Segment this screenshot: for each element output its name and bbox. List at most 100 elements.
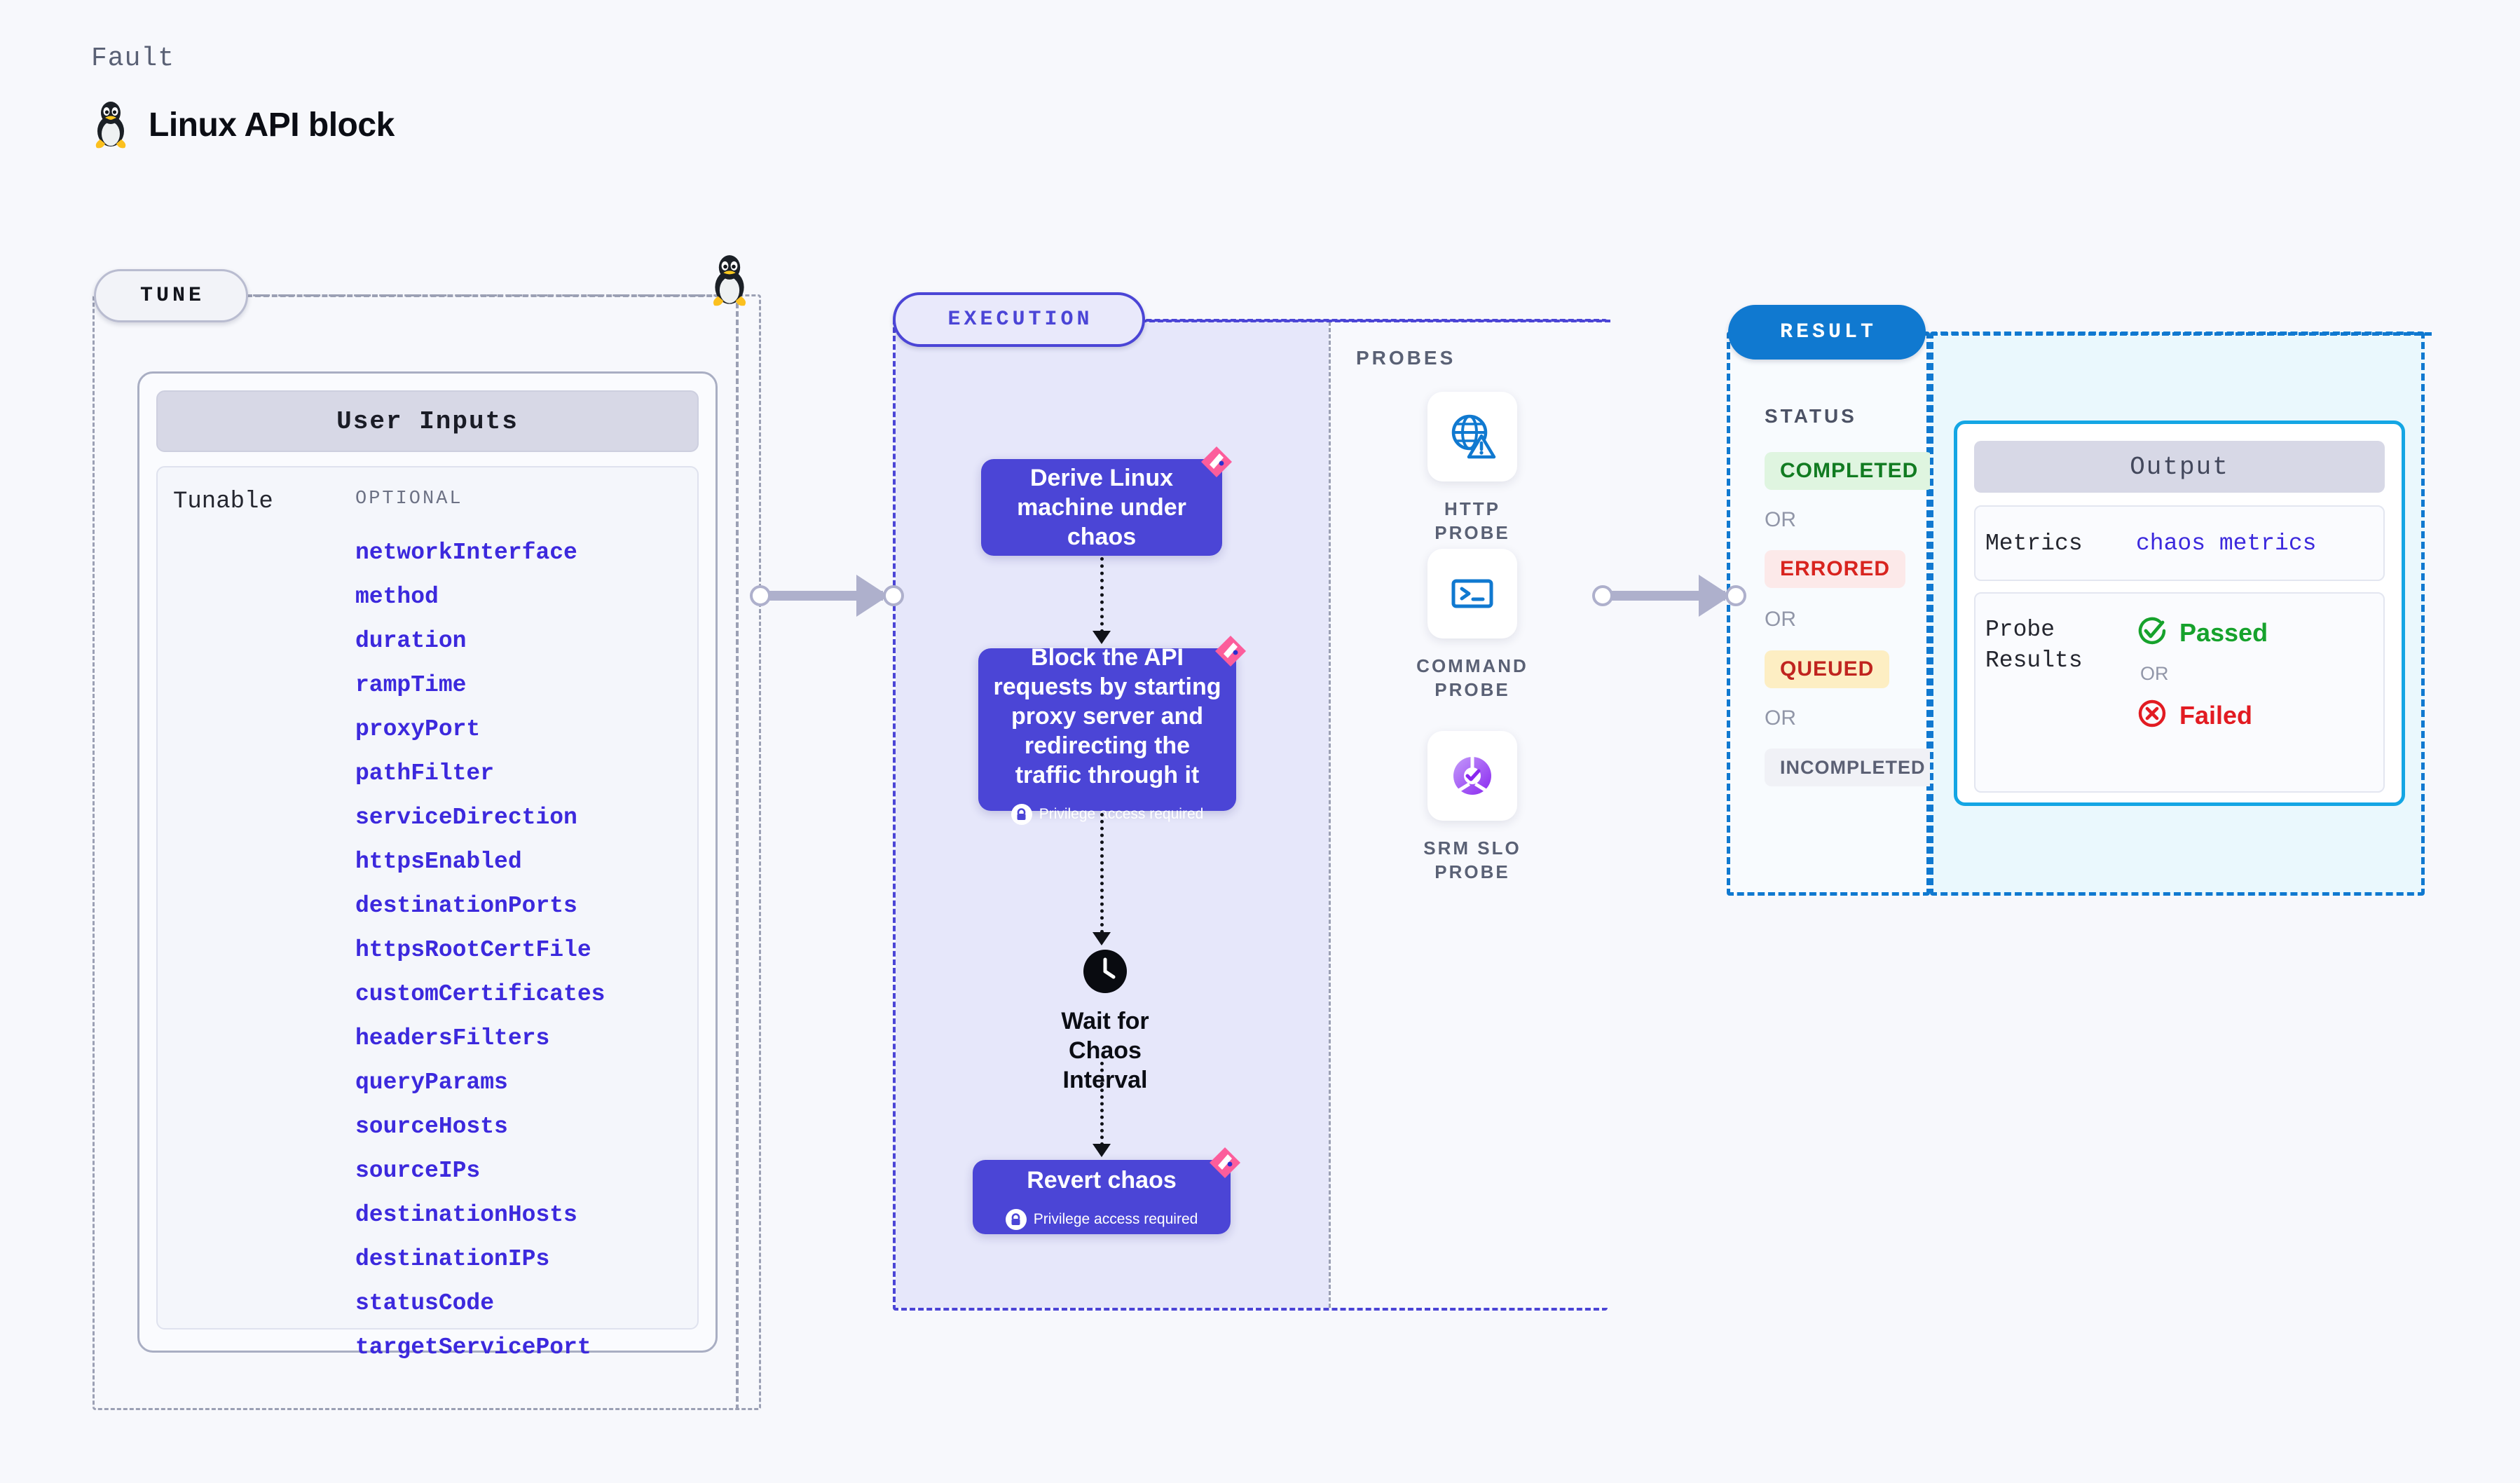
page-title: Linux API block (149, 106, 395, 144)
probe-result-label: Failed (2179, 700, 2253, 730)
user-inputs-card: User Inputs Tunable OPTIONAL networkInte… (137, 371, 718, 1360)
probe-label: HTTP PROBE (1434, 498, 1510, 543)
param-item[interactable]: destinationPorts (355, 893, 577, 919)
tux-penguin-icon (91, 100, 130, 149)
probe-results-label: Probe Results (1985, 617, 2083, 674)
ribbon-marker-icon (1198, 444, 1235, 487)
result-chip[interactable]: RESULT (1728, 305, 1926, 360)
arrow-endpoint-right (883, 585, 904, 606)
ribbon-marker-icon (1207, 1144, 1243, 1188)
param-item[interactable]: serviceDirection (355, 805, 577, 831)
result-dashed-leader (1920, 332, 2432, 336)
param-item[interactable]: duration (355, 628, 467, 654)
param-item[interactable]: proxyPort (355, 716, 481, 742)
privilege-text: Privilege access required (1033, 1211, 1198, 1227)
connector-arrow-tune-to-execution (750, 575, 911, 617)
probes-section-label: PROBES (1356, 347, 1456, 369)
execution-dashed-leader (1141, 320, 1610, 322)
or-separator: OR (2140, 663, 2169, 684)
privilege-badge: Privilege access required (1011, 800, 1203, 829)
metrics-value[interactable]: chaos metrics (2136, 530, 2317, 556)
param-item[interactable]: queryParams (355, 1069, 508, 1095)
metrics-label: Metrics (1985, 530, 2083, 556)
probe-results-row: Probe Results Passed OR (1974, 592, 2385, 793)
probe-results-values: Passed OR Failed (2136, 615, 2383, 791)
arrow-endpoint-left (750, 585, 771, 606)
status-badge-incompleted: INCOMPLETED (1765, 749, 1941, 786)
lock-icon (1005, 1209, 1027, 1230)
flow-connector-2 (1100, 813, 1104, 934)
probe-result-failed: Failed (2136, 697, 2383, 733)
arrow-endpoint-right (1725, 585, 1746, 606)
slo-donut-check-icon (1427, 731, 1517, 821)
optional-label: OPTIONAL (355, 488, 463, 510)
execution-node-wait-interval: Wait for Chaos Interval (1039, 950, 1172, 1095)
probe-item-http[interactable]: HTTP PROBE (1413, 392, 1531, 545)
flow-connector-1 (1100, 557, 1104, 633)
flow-connector-3 (1100, 1062, 1104, 1146)
or-separator: OR (1765, 508, 1796, 531)
terminal-icon (1427, 549, 1517, 638)
output-card: Output Metrics chaos metrics Probe Resul… (1954, 421, 2405, 806)
param-item[interactable]: statusCode (355, 1290, 495, 1316)
result-section (1727, 332, 1930, 896)
tunable-box: Tunable OPTIONAL networkInterface method… (156, 466, 699, 1360)
fault-label: Fault (91, 43, 175, 74)
privilege-badge: Privilege access required (1005, 1205, 1198, 1234)
or-separator: OR (1765, 608, 1796, 631)
execution-node-revert-chaos[interactable]: Revert chaos Privilege access required (973, 1147, 1240, 1234)
node-label: Block the API requests by starting proxy… (993, 644, 1221, 788)
probes-column: PROBES HTTP PROBE (1329, 322, 1610, 1308)
or-separator: OR (1765, 706, 1796, 730)
param-item[interactable]: networkInterface (355, 540, 577, 566)
title-row: Linux API block (91, 100, 395, 149)
param-item[interactable]: destinationHosts (355, 1202, 577, 1228)
param-item[interactable]: sourceIPs (355, 1158, 481, 1184)
arrow-bar (760, 591, 883, 601)
probe-label: SRM SLO PROBE (1423, 838, 1521, 882)
execution-node-block-api[interactable]: Block the API requests by starting proxy… (978, 636, 1246, 825)
tunable-label: Tunable (173, 488, 273, 515)
tune-chip[interactable]: TUNE (94, 269, 248, 322)
probe-label: COMMAND PROBE (1416, 655, 1528, 700)
probe-item-command[interactable]: COMMAND PROBE (1413, 549, 1531, 702)
node-label: Derive Linux machine under chaos (1017, 465, 1186, 550)
status-label: STATUS (1765, 405, 1857, 427)
page-header: Fault Linux API block (91, 43, 395, 149)
param-item[interactable]: httpsEnabled (355, 849, 522, 875)
node-label: Revert chaos (1027, 1167, 1177, 1194)
param-item[interactable]: destinationIPs (355, 1246, 550, 1272)
param-item[interactable]: httpsRootCertFile (355, 937, 591, 963)
param-item[interactable]: rampTime (355, 672, 467, 698)
globe-warning-icon (1427, 392, 1517, 481)
metrics-row: Metrics chaos metrics (1974, 505, 2385, 581)
param-item[interactable]: headersFilters (355, 1025, 550, 1051)
probe-result-label: Passed (2179, 617, 2268, 647)
x-circle-icon (2136, 697, 2168, 733)
flow-arrowhead-2 (1093, 932, 1111, 945)
user-inputs-title: User Inputs (156, 390, 699, 452)
tune-right-dashed-edge (736, 294, 739, 1410)
check-circle-icon (2136, 615, 2168, 650)
tune-section (93, 294, 761, 1410)
param-item[interactable]: pathFilter (355, 760, 495, 786)
probe-item-srm-slo[interactable]: SRM SLO PROBE (1413, 731, 1531, 884)
execution-node-derive-machine[interactable]: Derive Linux machine under chaos (981, 446, 1232, 556)
flow-arrowhead-3 (1093, 1144, 1111, 1157)
status-badge-completed: COMPLETED (1765, 452, 1934, 490)
arrow-bar (1602, 591, 1725, 601)
param-item[interactable]: sourceHosts (355, 1114, 508, 1140)
lock-icon (1011, 804, 1032, 825)
flow-arrowhead-1 (1093, 631, 1111, 644)
execution-chip[interactable]: EXECUTION (893, 292, 1145, 347)
connector-arrow-execution-to-result (1592, 575, 1753, 617)
param-item[interactable]: customCertificates (355, 981, 605, 1007)
param-item[interactable]: method (355, 584, 439, 610)
status-badge-queued: QUEUED (1765, 650, 1890, 688)
probe-result-passed: Passed (2136, 615, 2383, 650)
ribbon-marker-icon (1212, 633, 1249, 676)
arrow-endpoint-left (1592, 585, 1613, 606)
param-item[interactable]: targetServicePort (355, 1334, 591, 1360)
tux-penguin-icon (708, 254, 751, 310)
output-title: Output (1974, 441, 2385, 493)
